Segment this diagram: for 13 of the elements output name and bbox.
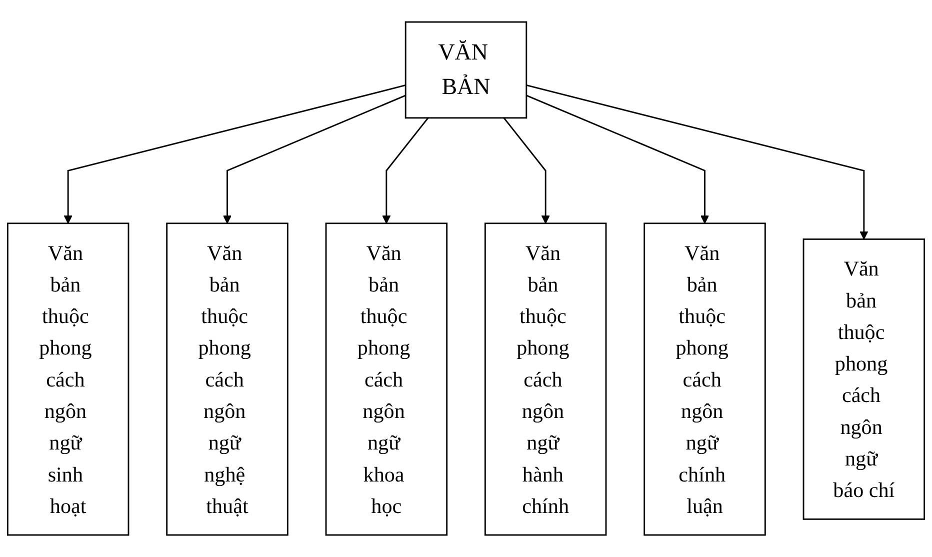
arrow: [382, 117, 429, 224]
node-box: Văn bản thuộc phong cách ngôn ngữ báo chí: [802, 238, 926, 520]
arrow: [64, 84, 406, 224]
node-box: Văn bản thuộc phong cách ngôn ngữ chính luận: [644, 222, 766, 536]
node-box: VĂN BẢN: [404, 21, 528, 119]
arrow: [526, 84, 868, 240]
arrow: [223, 94, 406, 224]
node-box: Văn bản thuộc phong cách ngôn ngữ khoa học: [325, 222, 448, 536]
node-box: Văn bản thuộc phong cách ngôn ngữ sinh hoạt: [6, 222, 130, 536]
node-box: Văn bản thuộc phong cách ngôn ngữ hành chính: [484, 222, 607, 536]
arrow: [526, 94, 709, 224]
arrow: [503, 117, 550, 224]
node-box: Văn bản thuộc phong cách ngôn ngữ nghệ thuật: [166, 222, 288, 536]
